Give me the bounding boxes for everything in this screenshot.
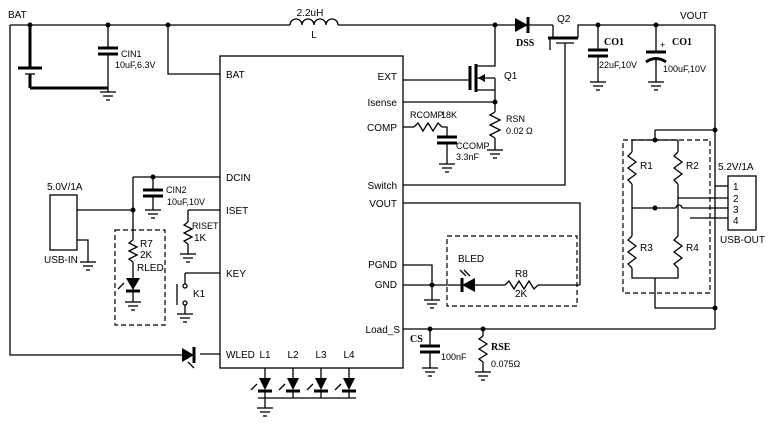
riset-resistor bbox=[182, 221, 194, 245]
usb-in-label: USB-IN bbox=[44, 255, 78, 266]
pin-l3: L3 bbox=[315, 350, 327, 361]
co1-22uf-capacitor bbox=[588, 25, 608, 91]
cin2-ref: CIN2 bbox=[166, 185, 187, 195]
r2-label: R2 bbox=[686, 161, 699, 172]
ic-body bbox=[219, 55, 404, 369]
r7-resistor bbox=[127, 239, 139, 263]
usb-out-pin-1: 1 bbox=[733, 182, 739, 193]
net-bat-label: BAT bbox=[8, 10, 27, 21]
wled-led bbox=[182, 347, 196, 369]
cs-ref: CS bbox=[410, 334, 423, 345]
rled-led bbox=[117, 278, 140, 293]
usb-in-connector bbox=[49, 194, 78, 251]
r4-resistor bbox=[672, 235, 684, 269]
ccomp-ref: CCOMP bbox=[456, 141, 490, 151]
rcomp-resistor bbox=[413, 121, 443, 133]
co1-22uf-ref: CO1 bbox=[604, 37, 624, 48]
q1-label: Q1 bbox=[504, 71, 518, 82]
q2-label: Q2 bbox=[557, 14, 571, 25]
usb-out-pin-2: 2 bbox=[733, 194, 739, 205]
usb-out-pin-3: 3 bbox=[733, 205, 739, 216]
rled-box bbox=[114, 229, 166, 326]
riset-ref: RISET bbox=[192, 221, 219, 231]
svg-text:+: + bbox=[660, 40, 665, 50]
k1-switch bbox=[176, 273, 193, 323]
q2-mosfet bbox=[548, 24, 598, 52]
rcomp-ref: RCOMP bbox=[410, 110, 444, 120]
rcomp-value: 18K bbox=[441, 110, 457, 120]
r1-resistor bbox=[626, 151, 638, 185]
vout-pin-wire bbox=[403, 202, 581, 285]
rled-label: RLED bbox=[137, 263, 164, 274]
inductor-l bbox=[289, 18, 339, 26]
rse-resistor bbox=[475, 329, 491, 381]
pin-l2: L2 bbox=[287, 350, 299, 361]
rsn-resistor bbox=[487, 111, 503, 159]
pin-l1: L1 bbox=[259, 350, 271, 361]
cin1-value: 10uF,6.3V bbox=[115, 60, 156, 70]
cin1-capacitor bbox=[98, 25, 118, 101]
switch-wire bbox=[403, 52, 566, 186]
co1-100uf-value: 100uF,10V bbox=[663, 64, 706, 74]
r3-resistor bbox=[626, 235, 638, 269]
inductor-ref: L bbox=[311, 30, 317, 41]
indicator-leds bbox=[250, 368, 356, 417]
net-vout-label: VOUT bbox=[680, 11, 708, 22]
dss-label: DSS bbox=[516, 38, 535, 49]
co1-22uf-value: 22uF,10V bbox=[599, 60, 637, 70]
rsn-ref: RSN bbox=[506, 114, 525, 124]
pin-vout: VOUT bbox=[369, 199, 397, 210]
usb-in-rating: 5.0V/1A bbox=[47, 182, 83, 193]
bat-left-rail bbox=[9, 25, 182, 356]
cs-value: 100nF bbox=[441, 352, 467, 362]
r3-label: R3 bbox=[640, 243, 653, 254]
r2-resistor bbox=[672, 151, 684, 185]
usb-out-connector bbox=[727, 175, 757, 231]
pin-switch: Switch bbox=[368, 181, 397, 192]
bled-led bbox=[459, 269, 475, 292]
bled-label: BLED bbox=[458, 254, 484, 265]
cs-capacitor bbox=[420, 329, 440, 377]
pin-key: KEY bbox=[226, 269, 246, 280]
r8-value: 2K bbox=[515, 289, 528, 300]
pin-pgnd: PGND bbox=[368, 260, 397, 271]
pin-iset: ISET bbox=[226, 206, 248, 217]
pin-ext: EXT bbox=[378, 72, 397, 83]
pin-dcin: DCIN bbox=[226, 173, 250, 184]
r7-value: 2K bbox=[140, 250, 153, 261]
usb-out-label: USB-OUT bbox=[720, 235, 765, 246]
riset-value: 1K bbox=[194, 233, 207, 244]
ccomp-capacitor bbox=[437, 135, 457, 173]
r8-ref: R8 bbox=[515, 269, 528, 280]
bled-box bbox=[446, 235, 578, 307]
pin-load-s: Load_S bbox=[366, 325, 401, 336]
pin-isense: Isense bbox=[368, 98, 398, 109]
rse-ref: RSE bbox=[491, 342, 511, 353]
pin-wled: WLED bbox=[226, 350, 255, 361]
r1-label: R1 bbox=[640, 161, 653, 172]
pin-bat: BAT bbox=[226, 70, 245, 81]
battery-cell bbox=[18, 25, 108, 90]
ccomp-value: 3.3nF bbox=[456, 152, 480, 162]
q1-mosfet bbox=[468, 25, 496, 112]
pin-comp: COMP bbox=[367, 123, 397, 134]
pin-l4: L4 bbox=[343, 350, 355, 361]
pin-gnd: GND bbox=[375, 280, 397, 291]
usb-out-rating: 5.2V/1A bbox=[718, 162, 754, 173]
usb-out-pin-4: 4 bbox=[733, 216, 739, 227]
dss-diode bbox=[515, 17, 530, 33]
cin2-value: 10uF,10V bbox=[167, 197, 205, 207]
r4-label: R4 bbox=[686, 243, 699, 254]
r8-resistor bbox=[504, 279, 539, 291]
k1-label: K1 bbox=[193, 289, 206, 300]
co1-100uf-ref: CO1 bbox=[672, 37, 692, 48]
r7-ref: R7 bbox=[140, 239, 153, 250]
cin1-ref: CIN1 bbox=[121, 49, 142, 59]
rsn-value: 0.02 Ω bbox=[506, 126, 533, 136]
co1-100uf-capacitor: + bbox=[645, 25, 667, 91]
inductor-value: 2.2uH bbox=[297, 8, 324, 19]
cin2-capacitor bbox=[143, 177, 163, 219]
rse-value: 0.075Ω bbox=[491, 359, 521, 369]
